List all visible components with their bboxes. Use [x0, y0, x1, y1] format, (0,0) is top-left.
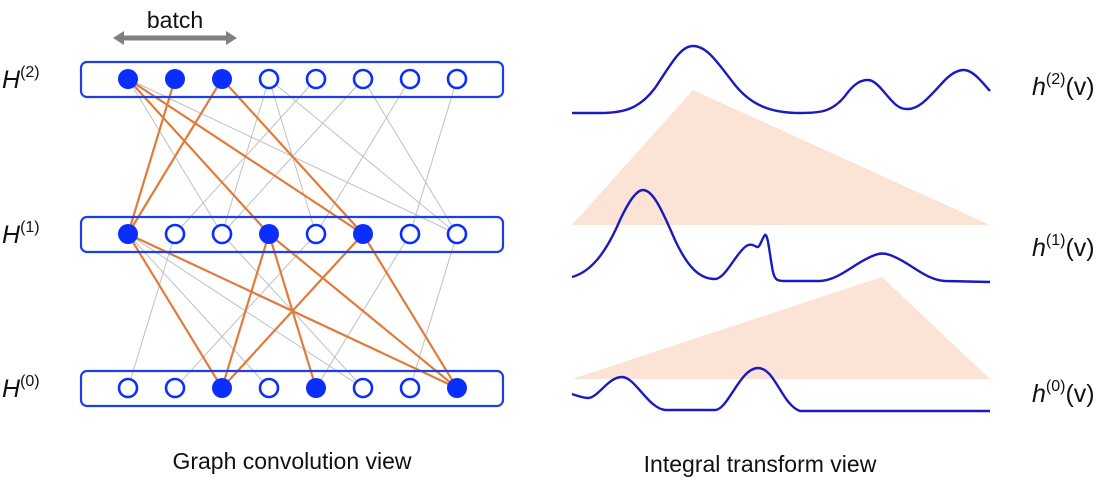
node-inactive	[446, 223, 468, 245]
node-active	[306, 378, 326, 398]
kernel-triangle-upper	[572, 90, 990, 225]
highlighted-edge	[127, 78, 270, 235]
highlighted-edges	[126, 78, 458, 389]
integral-transform-caption: Integral transform view	[644, 451, 877, 477]
batch-annotation: batch	[113, 7, 237, 45]
node-inactive	[164, 377, 186, 399]
highlighted-edge	[362, 233, 458, 389]
node-active	[259, 224, 279, 244]
layer-h2	[79, 60, 505, 99]
edge	[127, 233, 176, 389]
layer-labels: H(2) H(1) H(0)	[2, 64, 40, 403]
graph-convolution-caption: Graph convolution view	[172, 448, 411, 474]
layer-label-h2: H(2)	[2, 64, 40, 94]
function-label-h2: h(2)(v)	[1032, 71, 1095, 101]
function-labels: h(2)(v) h(1)(v) h(0)(v)	[1032, 71, 1095, 408]
node-inactive	[211, 223, 233, 245]
node-inactive	[258, 377, 280, 399]
layer-label-h1: H(1)	[2, 219, 40, 249]
function-curve-h2	[572, 44, 991, 115]
node-inactive	[258, 68, 280, 90]
edge	[362, 78, 458, 235]
function-curve-h1	[571, 188, 991, 284]
node-inactive	[305, 223, 327, 245]
node-inactive	[446, 68, 468, 90]
batch-label: batch	[147, 7, 203, 33]
node-active	[447, 378, 467, 398]
function-label-h1: h(1)(v)	[1032, 232, 1095, 262]
double-arrow-icon	[113, 31, 237, 45]
node-active	[353, 224, 373, 244]
edge	[409, 78, 458, 235]
layer-label-h0: H(0)	[2, 373, 40, 403]
node-active	[212, 69, 232, 89]
function-label-h0: h(0)(v)	[1032, 378, 1095, 408]
highlighted-edge	[221, 78, 364, 235]
graph-layers	[79, 60, 505, 408]
node-active	[118, 69, 138, 89]
node-inactive	[164, 223, 186, 245]
node-active	[212, 378, 232, 398]
node-inactive	[399, 68, 421, 90]
layer-box	[79, 60, 505, 99]
node-active	[118, 224, 138, 244]
kernel-triangle-lower	[572, 277, 990, 379]
edge	[315, 78, 411, 235]
layer-box	[79, 215, 505, 254]
node-inactive	[399, 223, 421, 245]
layer-box	[79, 369, 505, 408]
highlighted-edge	[268, 233, 458, 389]
edge	[409, 233, 458, 389]
node-inactive	[352, 377, 374, 399]
highlighted-edge	[127, 233, 223, 389]
node-inactive	[305, 68, 327, 90]
node-active	[165, 69, 185, 89]
highlighted-edge	[221, 233, 364, 389]
highlighted-edge	[127, 78, 364, 235]
node-inactive	[117, 377, 139, 399]
highlighted-edge	[220, 233, 271, 389]
layer-h0	[79, 369, 505, 408]
highlighted-edge	[127, 78, 223, 235]
node-inactive	[352, 68, 374, 90]
highlighted-edge	[126, 78, 177, 235]
layer-h1	[79, 215, 505, 254]
edge	[127, 233, 270, 389]
function-curve-h0	[571, 366, 990, 413]
node-inactive	[399, 377, 421, 399]
